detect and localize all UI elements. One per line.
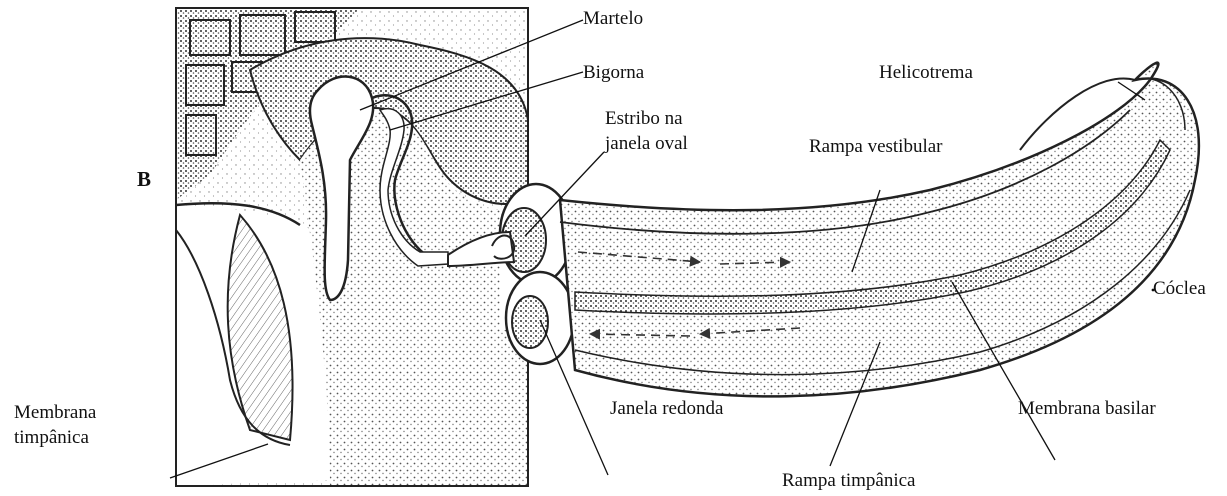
label-estribo-line-1: Estribo na (605, 108, 683, 130)
label-bigorna: Bigorna (583, 62, 644, 84)
label-rampa-timpanica: Rampa timpânica (782, 470, 915, 492)
label-estribo-line-2: janela oval (605, 133, 688, 155)
panel-letter: B (137, 168, 151, 190)
label-rampa-vestibular: Rampa vestibular (809, 136, 943, 158)
label-coclea: Cóclea (1153, 278, 1206, 300)
label-martelo: Martelo (583, 8, 643, 30)
label-membrana-timpanica-line-1: Membrana (14, 402, 96, 424)
label-membrana-timpanica-line-2: timpânica (14, 427, 89, 449)
label-membrana-basilar: Membrana basilar (1018, 398, 1156, 420)
label-helicotrema: Helicotrema (879, 62, 973, 84)
label-janela-redonda: Janela redonda (610, 398, 723, 420)
round-window (506, 272, 574, 364)
